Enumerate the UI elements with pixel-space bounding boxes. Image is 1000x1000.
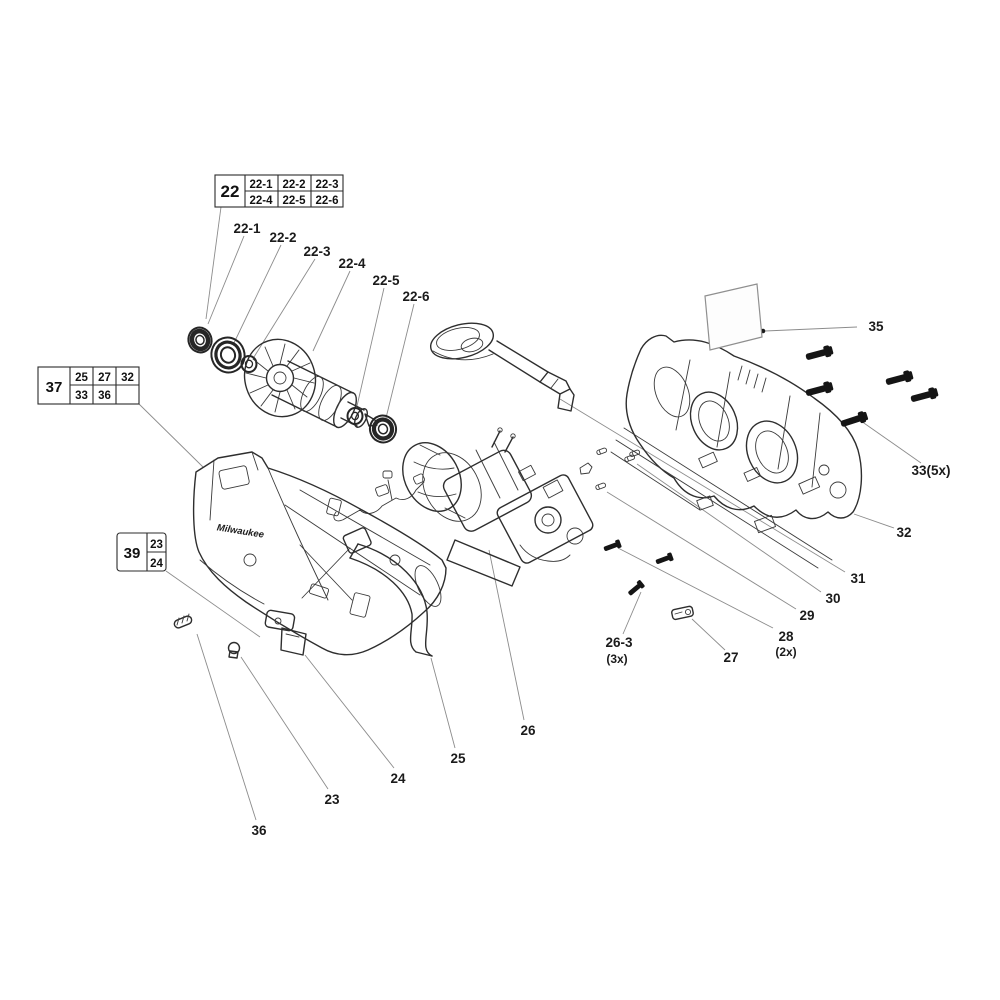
callout-22-2: 22-2 [269, 230, 296, 245]
nut-23 [227, 641, 241, 659]
pin-30 [623, 454, 636, 463]
leader-lines [138, 206, 922, 821]
pin-36 [173, 613, 193, 629]
table-22-cell: 22-4 [249, 195, 273, 207]
housing-vents [737, 365, 767, 393]
ref-table-39: 39 23 24 [116, 532, 167, 572]
right-housing-32 [610, 334, 863, 569]
callout-26-3: 26-3 [605, 635, 633, 650]
screw-26-3 [626, 579, 646, 598]
callout-24: 24 [390, 771, 406, 786]
clip-27 [671, 605, 694, 621]
ref-table-37: 37 25 27 32 33 36 [37, 366, 140, 405]
ref-table-22: 22 22-1 22-2 22-3 22-4 22-5 22-6 [214, 174, 344, 208]
callout-30: 30 [825, 591, 840, 606]
callout-22-5: 22-5 [372, 273, 400, 288]
callout-27: 27 [723, 650, 738, 665]
screw-28 [602, 539, 622, 554]
table-22-cell: 22-3 [315, 179, 338, 191]
callout-31: 31 [850, 571, 866, 586]
sticker-35 [704, 283, 763, 351]
callout-22-1: 22-1 [233, 221, 261, 236]
callout-25: 25 [450, 751, 466, 766]
callout-35: 35 [868, 319, 884, 334]
callout-28: 28 [778, 629, 794, 644]
table-22-cell: 22-1 [249, 179, 273, 191]
table-39-cell: 23 [150, 539, 163, 551]
pin-31 [595, 447, 608, 456]
table-22-key: 22 [221, 182, 240, 201]
wire-harness [326, 470, 426, 522]
callout-26: 26 [520, 723, 536, 738]
callout-32: 32 [896, 525, 911, 540]
bearing-22-6 [368, 414, 398, 444]
callout-29: 29 [799, 608, 814, 623]
callout-28-qty: (2x) [775, 645, 796, 659]
table-37-cell: 25 [75, 372, 88, 384]
table-37-cell: 32 [121, 372, 134, 384]
screw-33 [839, 409, 869, 430]
callout-22-4: 22-4 [338, 256, 366, 271]
latch-24 [264, 609, 307, 656]
callout-22-3: 22-3 [303, 244, 331, 259]
left-housing-37: Milwaukee [192, 451, 447, 656]
callout-labels: 22-1 22-2 22-3 22-4 22-5 22-6 35 33(5x) … [233, 221, 950, 838]
table-22-cell: 22-5 [282, 195, 306, 207]
table-37-cell: 36 [98, 390, 111, 402]
table-37-cell: 27 [98, 372, 111, 384]
callout-33: 33(5x) [911, 463, 950, 478]
table-22-cell: 22-2 [282, 179, 305, 191]
table-22-cell: 22-6 [315, 195, 338, 207]
screw-33 [884, 369, 915, 388]
callout-26-3-qty: (3x) [606, 652, 627, 666]
table-37-key: 37 [46, 379, 63, 396]
motor-gearbox-26 [402, 427, 594, 587]
table-39-cell: 24 [150, 558, 163, 570]
screw-set-33 [804, 344, 940, 430]
bail-lever-25 [342, 527, 433, 657]
screw-33 [804, 344, 835, 363]
pin-29 [594, 482, 607, 491]
screw-33 [804, 380, 835, 399]
clamp-lever-arm [429, 322, 575, 412]
callout-36: 36 [251, 823, 267, 838]
fan-spokes [245, 343, 315, 413]
small-fasteners [579, 447, 674, 598]
callout-22-6: 22-6 [402, 289, 430, 304]
screw-28 [654, 552, 674, 567]
callout-23: 23 [324, 792, 340, 807]
bearing-22-1 [187, 326, 213, 354]
clip-small [579, 462, 593, 475]
bearing-22-2 [210, 336, 246, 374]
washer-22-5 [346, 407, 364, 425]
brand-logo: Milwaukee [216, 522, 265, 540]
screw-33 [909, 386, 940, 405]
armature-22-4 [243, 338, 378, 429]
table-37-cell: 33 [75, 390, 88, 402]
table-39-key: 39 [124, 545, 141, 562]
